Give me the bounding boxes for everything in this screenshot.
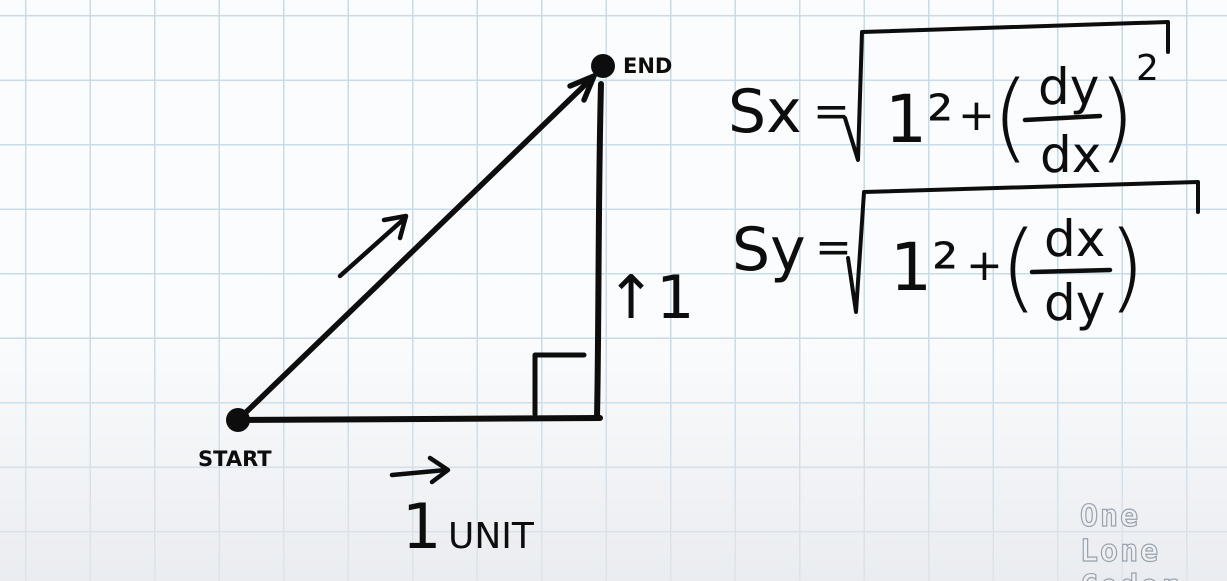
start-point: [226, 408, 250, 432]
sx-right-paren: ): [1098, 61, 1135, 173]
sy-plus-sign: +: [966, 240, 1003, 291]
base-length-label: 1: [402, 490, 441, 563]
watermark-logo: One Lone Coder: [1079, 498, 1180, 581]
sy-fraction-bar: [1029, 267, 1113, 275]
right-triangle: [226, 54, 615, 432]
base-unit-label: UNIT: [448, 516, 535, 557]
sx-outer-power: 2: [1136, 48, 1159, 89]
sy-right-paren: ): [1108, 211, 1145, 323]
sx-radical-sign: [843, 20, 1170, 162]
sx-plus-sign: +: [958, 90, 995, 141]
sx-equals-sign: =: [813, 86, 850, 137]
sx-left-paren: (: [992, 61, 1029, 173]
sx-fraction-numerator: dy: [1038, 58, 1099, 116]
sy-equation: Sy = 1² + ( dx dy ): [732, 180, 1200, 332]
sx-equation: Sx = 1² + ( dy dx ) 2: [728, 20, 1170, 184]
watermark-line-3: Coder: [1080, 569, 1180, 581]
watermark-line-2: Lone: [1080, 534, 1160, 569]
sy-fraction-denominator: dy: [1044, 274, 1105, 332]
triangle-base-line: [235, 415, 603, 423]
hypotenuse-vector: [235, 77, 593, 423]
triangle-vertical-line: [594, 81, 604, 421]
end-point: [591, 54, 615, 78]
right-angle-marker: [532, 352, 587, 417]
start-label: START: [198, 447, 272, 471]
sy-radical-sign: [846, 180, 1200, 314]
end-label: END: [623, 54, 672, 78]
base-direction-arrow: [389, 455, 451, 485]
sy-lhs: Sy: [732, 215, 806, 285]
sy-fraction-numerator: dx: [1044, 210, 1105, 268]
sy-term-one-squared: 1²: [890, 229, 958, 306]
vertical-length-label: ↑1: [606, 263, 694, 333]
sx-lhs: Sx: [728, 77, 802, 147]
sy-equals-sign: =: [815, 222, 852, 273]
sy-left-paren: (: [1000, 211, 1037, 323]
sx-fraction-bar: [1022, 113, 1103, 123]
canvas-shading: [0, 330, 1227, 581]
sx-fraction-denominator: dx: [1040, 126, 1101, 184]
hypotenuse-arrowhead: [567, 73, 597, 103]
sx-term-one-squared: 1²: [885, 81, 953, 158]
hypotenuse-direction-arrow: [337, 213, 409, 279]
watermark-line-1: One: [1080, 499, 1140, 534]
